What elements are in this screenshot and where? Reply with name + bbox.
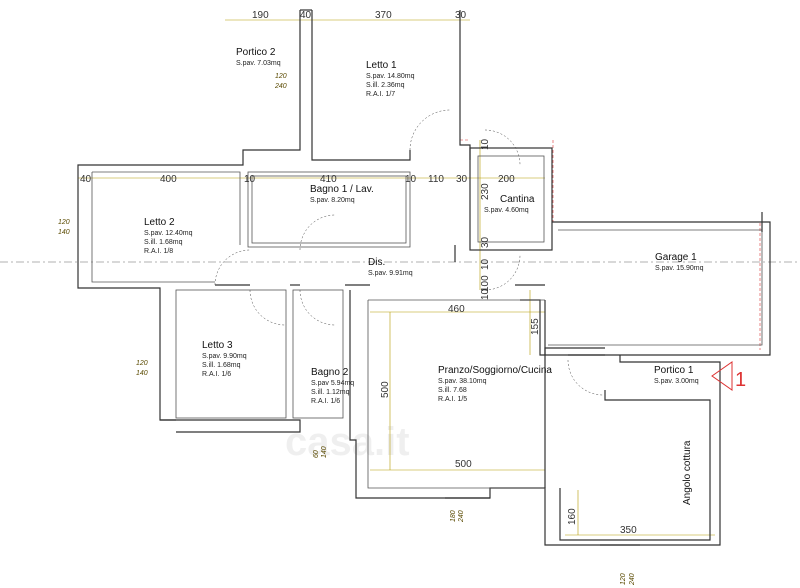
room-angolo-cottura: Angolo cottura: [682, 440, 693, 505]
svg-text:Portico 1: Portico 1: [654, 365, 694, 376]
room-letto-1: Letto 1 S.pav. 14.80mq S.ill. 2.36mq R.A…: [366, 60, 415, 98]
svg-text:Portico 2: Portico 2: [236, 47, 276, 58]
svg-text:S.ill. 7.68: S.ill. 7.68: [438, 387, 467, 394]
svg-text:S.pav. 14.80mq: S.pav. 14.80mq: [366, 73, 415, 80]
svg-text:S.ill. 1.12mq: S.ill. 1.12mq: [311, 389, 350, 396]
svg-text:S.pav. 9.90mq: S.pav. 9.90mq: [202, 353, 247, 360]
dim-500-vertical: 500: [380, 381, 391, 398]
svg-text:Cantina: Cantina: [500, 194, 535, 205]
door-arcs: [214, 109, 604, 396]
vertical-dimensions: 10 230 30 10 100 10 155: [480, 138, 541, 335]
svg-text:S.ill. 1.68mq: S.ill. 1.68mq: [202, 362, 241, 369]
svg-text:240: 240: [629, 573, 636, 586]
svg-text:40: 40: [300, 10, 312, 21]
svg-text:30: 30: [456, 174, 468, 185]
window-dimensions: 120 240 120 140 120 140 60 140 180 240 1…: [58, 73, 636, 586]
room-bagno-2: Bagno 2 S.pav 5.94mq S.ill. 1.12mq R.A.I…: [311, 367, 354, 405]
svg-text:Letto 1: Letto 1: [366, 60, 397, 71]
svg-text:R.A.I. 1/6: R.A.I. 1/6: [311, 398, 340, 405]
room-portico-1: Portico 1 S.pav. 3.00mq: [654, 365, 699, 385]
room-garage-1: Garage 1 S.pav. 15.90mq: [655, 252, 704, 272]
svg-text:120: 120: [136, 360, 148, 367]
svg-text:10: 10: [480, 258, 491, 270]
dim-500-horizontal: 500: [455, 459, 472, 470]
room-portico-2: Portico 2 S.pav. 7.03mq: [236, 47, 281, 67]
svg-text:30: 30: [480, 236, 491, 248]
svg-text:370: 370: [375, 10, 392, 21]
dim-460: 460: [448, 304, 465, 315]
room-pranzo-soggiorno-cucina: Pranzo/Soggiorno/Cucina S.pav. 38.10mq S…: [438, 365, 552, 403]
svg-text:S.ill. 1.68mq: S.ill. 1.68mq: [144, 239, 183, 246]
room-cantina: Cantina S.pav. 4.60mq: [484, 194, 535, 214]
svg-text:400: 400: [160, 174, 177, 185]
dim-350: 350: [620, 525, 637, 536]
svg-text:S.pav. 15.90mq: S.pav. 15.90mq: [655, 265, 704, 272]
svg-text:155: 155: [530, 318, 541, 335]
svg-text:Bagno 1 / Lav.: Bagno 1 / Lav.: [310, 184, 374, 195]
watermark: casa.it: [285, 420, 410, 464]
svg-text:10: 10: [480, 288, 491, 300]
svg-text:40: 40: [80, 174, 92, 185]
svg-text:110: 110: [428, 174, 444, 185]
room-bagno-1: Bagno 1 / Lav. S.pav. 8.20mq: [310, 184, 374, 204]
svg-text:120: 120: [620, 573, 627, 585]
room-letto-3: Letto 3 S.pav. 9.90mq S.ill. 1.68mq R.A.…: [202, 340, 247, 378]
svg-text:140: 140: [136, 370, 148, 377]
svg-text:Pranzo/Soggiorno/Cucina: Pranzo/Soggiorno/Cucina: [438, 365, 552, 376]
svg-text:R.A.I. 1/6: R.A.I. 1/6: [202, 371, 231, 378]
svg-text:S.pav. 4.60mq: S.pav. 4.60mq: [484, 207, 529, 214]
svg-text:S.pav. 8.20mq: S.pav. 8.20mq: [310, 197, 355, 204]
svg-text:190: 190: [252, 10, 269, 21]
garage-red-outline: [459, 20, 761, 350]
walls: [77, 9, 771, 546]
svg-text:Garage 1: Garage 1: [655, 252, 697, 263]
svg-text:S.pav. 38.10mq: S.pav. 38.10mq: [438, 378, 487, 385]
svg-text:240: 240: [274, 83, 287, 90]
room-letto-2: Letto 2 S.pav. 12.40mq S.ill. 1.68mq R.A…: [144, 217, 193, 255]
svg-text:S.pav. 3.00mq: S.pav. 3.00mq: [654, 378, 699, 385]
svg-text:10: 10: [405, 174, 417, 185]
svg-text:120: 120: [275, 73, 287, 80]
svg-text:140: 140: [58, 229, 70, 236]
dimension-lines: [78, 19, 715, 536]
svg-text:Bagno 2: Bagno 2: [311, 367, 349, 378]
svg-text:60: 60: [313, 450, 320, 458]
svg-text:230: 230: [480, 183, 491, 200]
view-marker-label: 1: [735, 369, 746, 391]
svg-text:10: 10: [480, 138, 491, 150]
svg-text:Letto 2: Letto 2: [144, 217, 175, 228]
top-dimensions: 190 40 370 30: [252, 10, 467, 21]
svg-text:120: 120: [58, 219, 70, 226]
svg-text:100: 100: [480, 275, 491, 292]
svg-text:Letto 3: Letto 3: [202, 340, 233, 351]
room-disimpegno: Dis. S.pav. 9.91mq: [368, 257, 413, 277]
svg-text:10: 10: [244, 174, 256, 185]
svg-text:180: 180: [450, 510, 457, 522]
svg-text:R.A.I. 1/5: R.A.I. 1/5: [438, 396, 467, 403]
svg-text:S.pav. 12.40mq: S.pav. 12.40mq: [144, 230, 193, 237]
mid-dimensions: 40 400 10 410 10 110 30 200: [80, 174, 515, 185]
svg-text:240: 240: [458, 510, 465, 523]
svg-text:140: 140: [321, 446, 328, 458]
svg-text:S.pav 5.94mq: S.pav 5.94mq: [311, 380, 354, 387]
svg-text:200: 200: [498, 174, 515, 185]
svg-text:S.pav. 9.91mq: S.pav. 9.91mq: [368, 270, 413, 277]
svg-text:S.ill. 2.36mq: S.ill. 2.36mq: [366, 82, 405, 89]
view-marker: 1: [711, 361, 746, 391]
svg-text:30: 30: [455, 10, 467, 21]
dim-160: 160: [567, 508, 578, 525]
svg-text:410: 410: [320, 174, 337, 185]
svg-text:R.A.I. 1/8: R.A.I. 1/8: [144, 248, 173, 255]
svg-text:Dis.: Dis.: [368, 257, 385, 268]
svg-text:R.A.I. 1/7: R.A.I. 1/7: [366, 91, 395, 98]
svg-text:S.pav. 7.03mq: S.pav. 7.03mq: [236, 60, 281, 67]
